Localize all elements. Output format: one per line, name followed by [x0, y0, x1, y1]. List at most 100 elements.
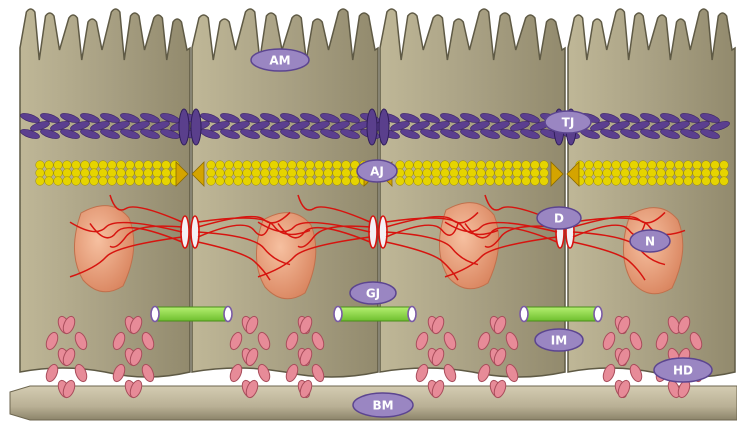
aj-bead: [216, 177, 225, 186]
aj-bead: [81, 161, 90, 170]
aj-bead: [477, 177, 486, 186]
aj-bead: [675, 169, 684, 178]
aj-bead: [126, 177, 135, 186]
aj-bead: [612, 169, 621, 178]
aj-bead: [324, 161, 333, 170]
aj-bead: [630, 161, 639, 170]
aj-bead: [243, 177, 252, 186]
aj-bead: [342, 169, 351, 178]
aj-bead: [639, 161, 648, 170]
aj-bead: [315, 161, 324, 170]
desmosome-plaque: [369, 216, 377, 248]
aj-bead: [450, 161, 459, 170]
tj-plaque: [379, 109, 389, 145]
aj-bead: [486, 161, 495, 170]
aj-bead: [603, 177, 612, 186]
aj-bead: [288, 169, 297, 178]
aj-bead: [495, 169, 504, 178]
desmosome-plaque: [191, 216, 199, 248]
aj-bead: [495, 177, 504, 186]
aj-bead: [414, 169, 423, 178]
aj-bead: [648, 161, 657, 170]
aj-bead: [441, 177, 450, 186]
gap-junction-cap: [334, 307, 342, 322]
aj-bead: [720, 161, 729, 170]
label-gj-text: GJ: [366, 287, 380, 301]
aj-bead: [486, 169, 495, 178]
cell-body: [568, 9, 735, 377]
aj-bead: [279, 177, 288, 186]
aj-bead: [108, 161, 117, 170]
aj-bead: [270, 169, 279, 178]
aj-bead: [81, 177, 90, 186]
aj-bead: [468, 169, 477, 178]
aj-bead: [630, 169, 639, 178]
aj-bead: [702, 161, 711, 170]
aj-bead: [423, 161, 432, 170]
label-hd: HD: [654, 358, 712, 382]
aj-bead: [621, 177, 630, 186]
cell-body: [20, 9, 190, 377]
aj-bead: [432, 169, 441, 178]
label-aj-text: AJ: [370, 165, 384, 179]
aj-bead: [216, 161, 225, 170]
aj-bead: [234, 177, 243, 186]
cell-body: [380, 9, 565, 377]
aj-bead: [63, 161, 72, 170]
label-gj: GJ: [350, 282, 396, 304]
aj-bead: [414, 177, 423, 186]
aj-bead: [342, 161, 351, 170]
aj-bead: [117, 177, 126, 186]
aj-bead: [639, 169, 648, 178]
gap-junction-cap: [594, 307, 602, 322]
aj-bead: [72, 177, 81, 186]
aj-bead: [90, 177, 99, 186]
aj-bead: [459, 161, 468, 170]
aj-bead: [441, 161, 450, 170]
aj-bead: [207, 169, 216, 178]
aj-bead: [99, 177, 108, 186]
aj-bead: [405, 161, 414, 170]
label-im-text: IM: [551, 334, 567, 348]
aj-bead: [414, 161, 423, 170]
aj-bead: [261, 177, 270, 186]
aj-bead: [153, 161, 162, 170]
aj-bead: [315, 169, 324, 178]
aj-bead: [144, 177, 153, 186]
aj-bead: [234, 161, 243, 170]
aj-bead: [648, 177, 657, 186]
aj-bead: [270, 177, 279, 186]
aj-bead: [657, 161, 666, 170]
aj-bead: [720, 177, 729, 186]
aj-bead: [225, 177, 234, 186]
aj-bead: [135, 161, 144, 170]
aj-bead: [252, 169, 261, 178]
aj-bead: [306, 169, 315, 178]
aj-bead: [243, 161, 252, 170]
aj-bead: [261, 161, 270, 170]
aj-bead: [585, 177, 594, 186]
aj-bead: [315, 177, 324, 186]
aj-bead: [450, 177, 459, 186]
aj-bead: [657, 169, 666, 178]
aj-bead: [711, 161, 720, 170]
tj-plaque: [367, 109, 377, 145]
nucleus: [74, 206, 133, 292]
aj-bead: [396, 177, 405, 186]
aj-bead: [693, 177, 702, 186]
aj-bead: [306, 177, 315, 186]
label-am: AM: [251, 49, 309, 71]
label-im: IM: [535, 329, 583, 351]
aj-bead: [612, 177, 621, 186]
aj-bead: [108, 177, 117, 186]
label-aj: AJ: [357, 160, 397, 182]
aj-bead: [72, 161, 81, 170]
aj-bead: [45, 161, 54, 170]
aj-bead: [711, 177, 720, 186]
aj-bead: [513, 169, 522, 178]
aj-bead: [144, 169, 153, 178]
aj-bead: [603, 161, 612, 170]
aj-bead: [522, 161, 531, 170]
aj-bead: [540, 169, 549, 178]
